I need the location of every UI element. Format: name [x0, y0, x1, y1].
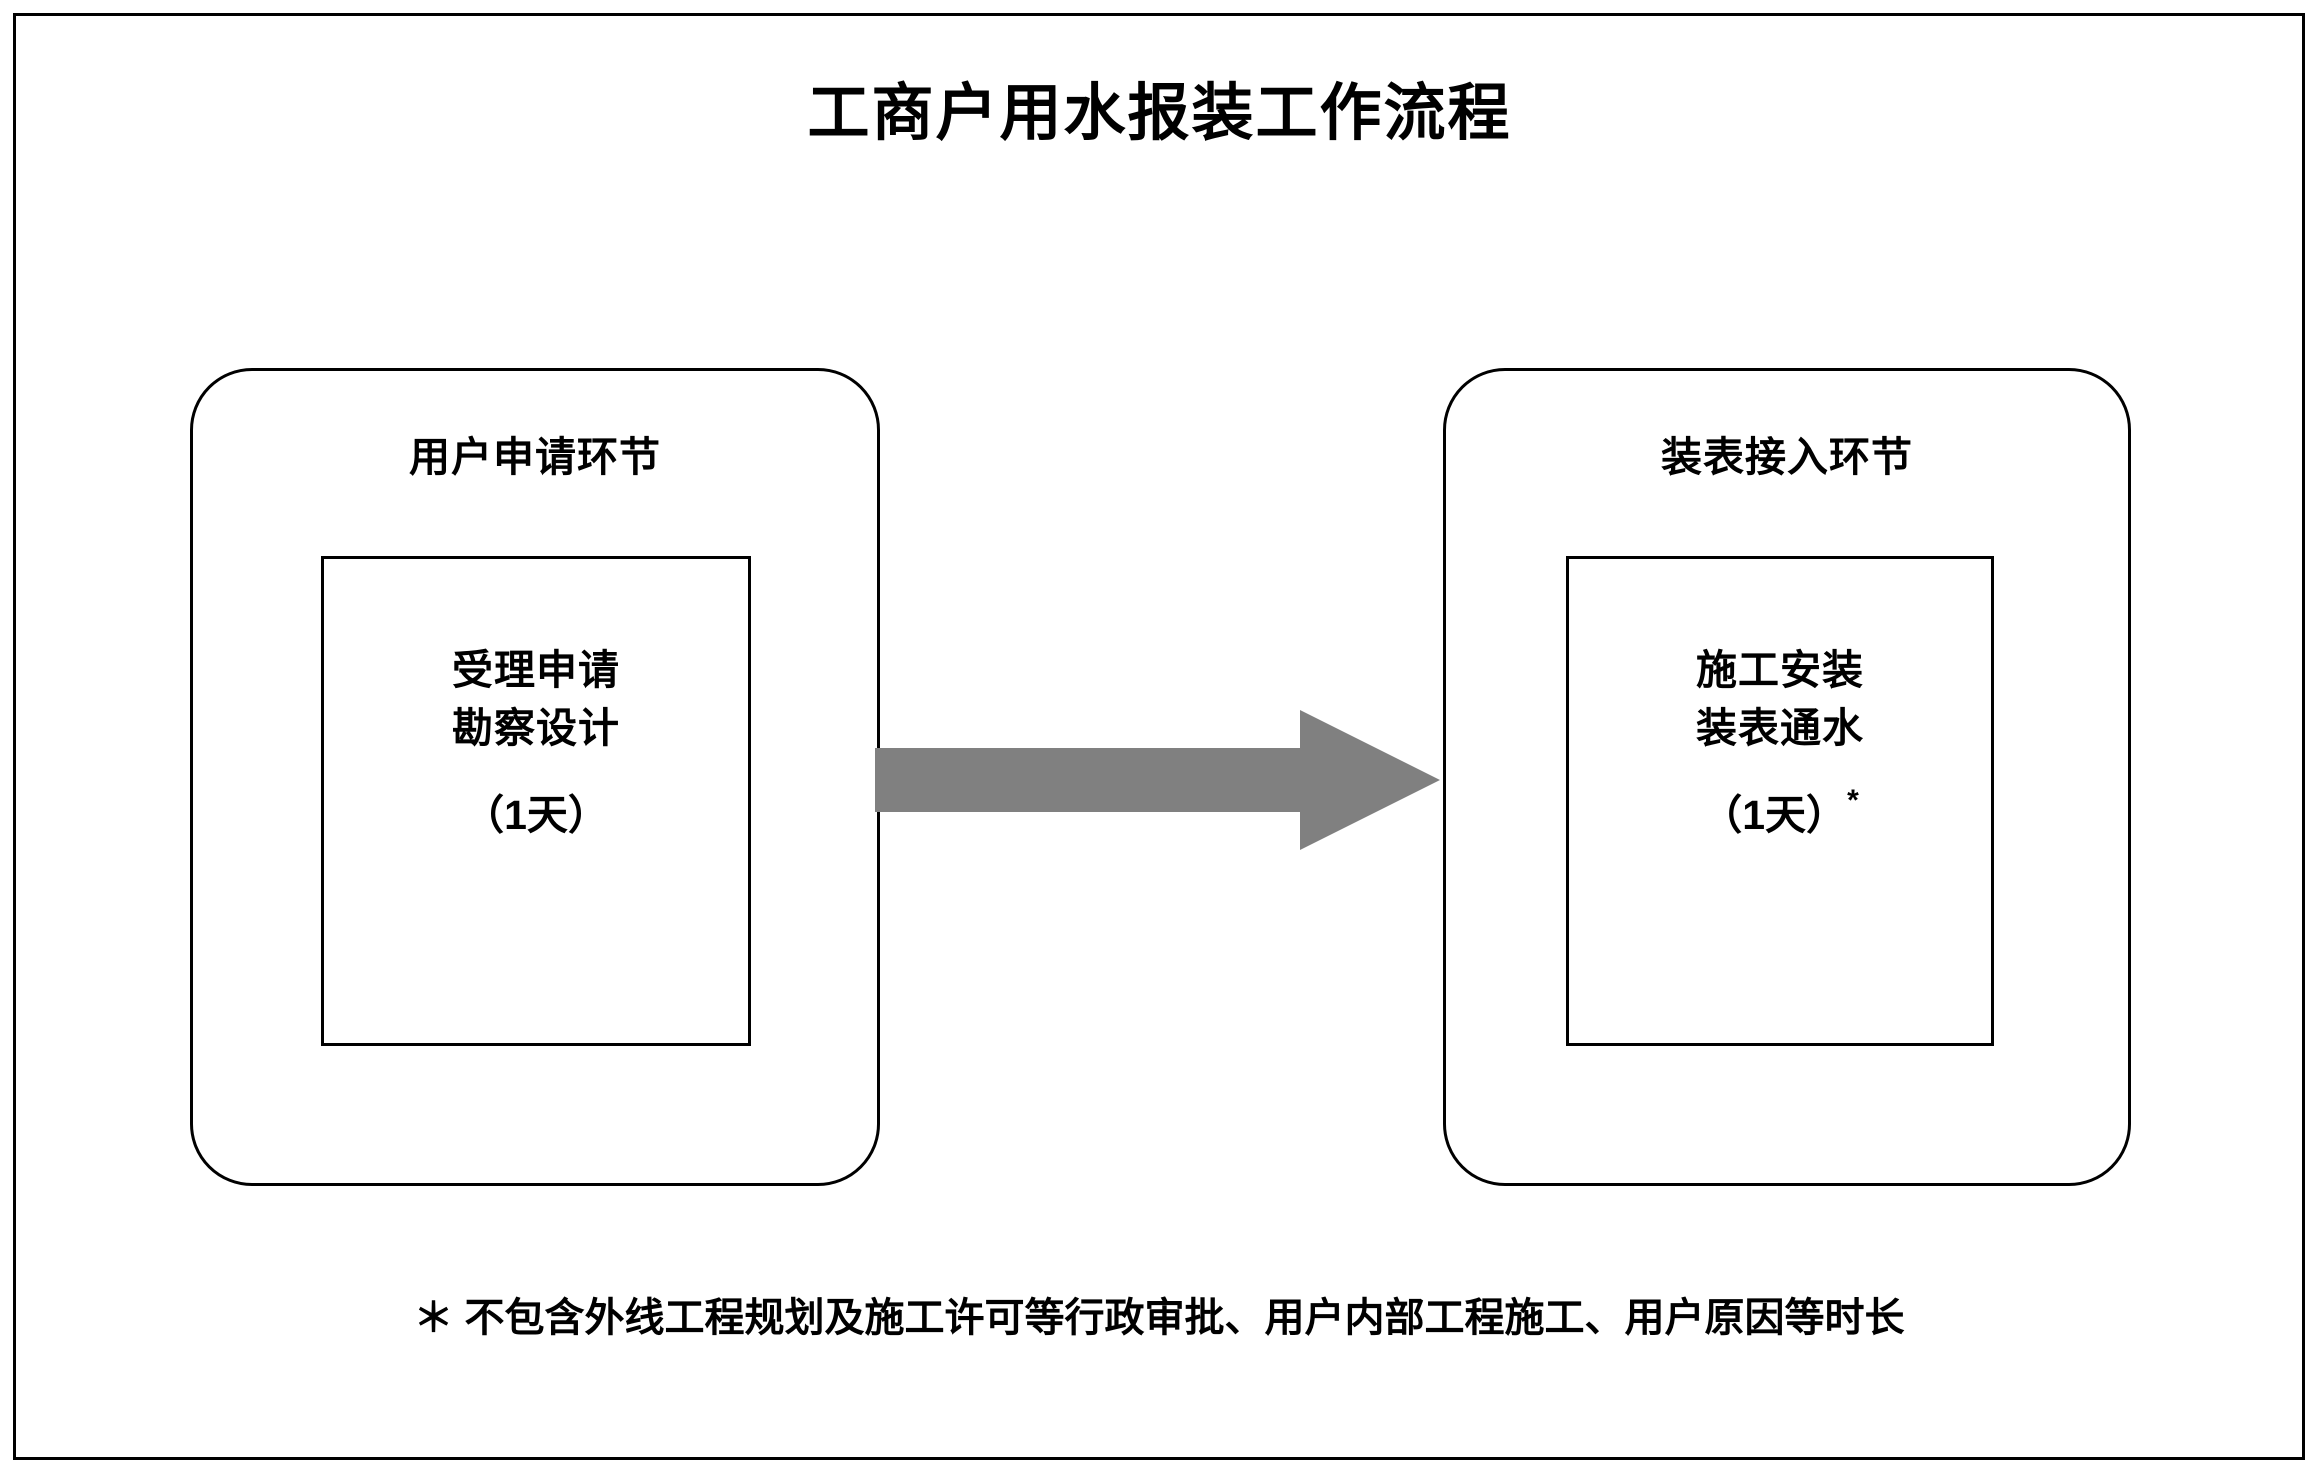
stage-header-meter-installation: 装表接入环节 [1661, 434, 1913, 480]
task-duration-value: （1天） [463, 792, 609, 838]
task-line: 勘察设计 [452, 705, 620, 752]
task-duration: （1天）* [1569, 781, 1991, 841]
task-duration-value: （1天） [1701, 792, 1848, 838]
stage-panel-user-application: 用户申请环节 受理申请 勘察设计 （1天） [190, 368, 880, 1186]
flow-arrow [875, 700, 1440, 860]
task-line: 受理申请 [452, 647, 620, 693]
stage-header-user-application: 用户申请环节 [409, 434, 661, 480]
task-line: 施工安装 [1696, 647, 1864, 693]
footnote-text: ＊ 不包含外线工程规划及施工许可等行政审批、用户内部工程施工、用户原因等时长 [413, 1296, 1905, 1340]
stage-panel-meter-installation: 装表接入环节 施工安装 装表通水 （1天）* [1443, 368, 2131, 1186]
task-line: 装表通水 [1696, 705, 1864, 752]
task-text-block: 受理申请 勘察设计 [324, 641, 748, 757]
task-box-user-application: 受理申请 勘察设计 （1天） [321, 556, 751, 1046]
footnote-marker: * [1847, 784, 1859, 818]
page-title: 工商户用水报装工作流程 [807, 79, 1512, 148]
task-text-block: 施工安装 装表通水 [1569, 641, 1991, 757]
task-box-meter-installation: 施工安装 装表通水 （1天）* [1566, 556, 1994, 1046]
task-duration: （1天） [324, 781, 748, 841]
right-arrow-icon [875, 710, 1440, 850]
